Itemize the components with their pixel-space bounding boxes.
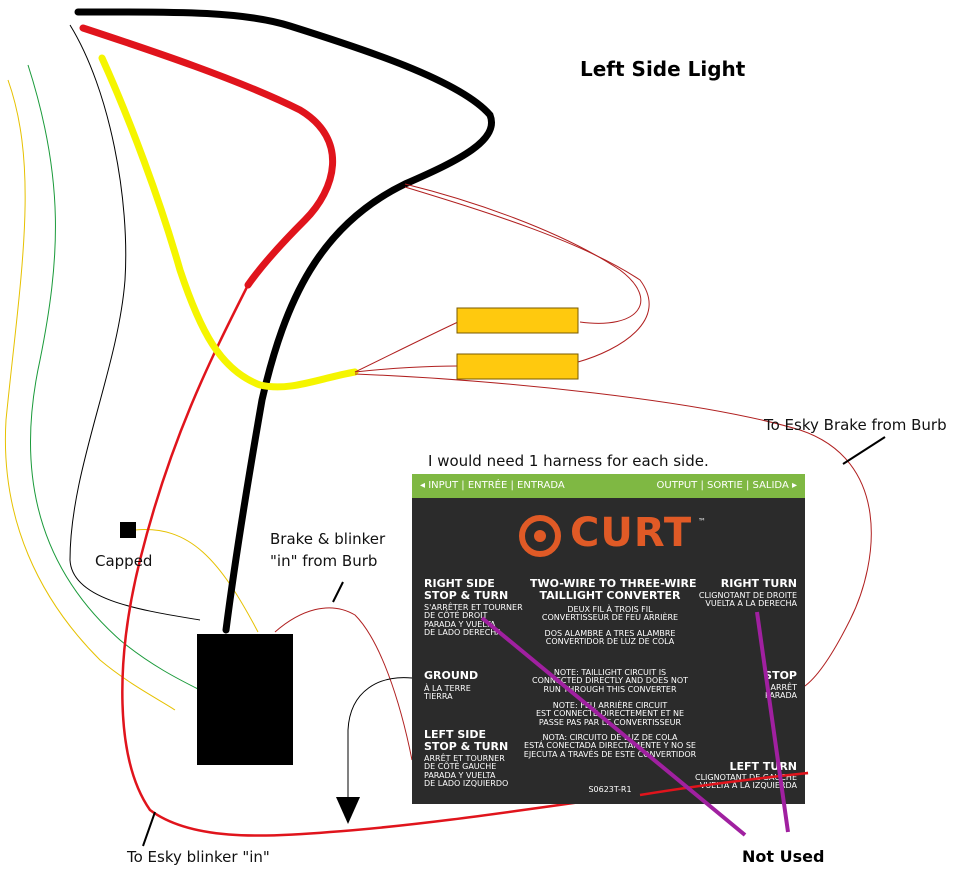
curt-logo-icon	[519, 515, 561, 557]
note-en: NOTE: TAILLIGHT CIRCUIT IS CONNECTED DIR…	[531, 668, 689, 694]
red-wire-yellow-to-box-1	[354, 321, 459, 373]
thick-black-wire	[74, 8, 495, 634]
amber-light-top	[456, 307, 579, 334]
esky-blinker-label: To Esky blinker "in"	[127, 848, 270, 866]
black-connector-block	[197, 634, 293, 765]
diagram-title: Left Side Light	[580, 57, 746, 81]
left-turn-sub: CLIGNOTANT DE GAUCHE VUELTA A LA IZQUIER…	[695, 773, 797, 791]
esky-brake-label-pointer	[842, 436, 886, 465]
stop-head: STOP	[764, 669, 797, 682]
thick-red-wire	[79, 24, 337, 289]
brake-blinker-label-line2: "in" from Burb	[270, 552, 378, 570]
ground-wire	[347, 677, 413, 800]
left-side-stop-turn-head: LEFT SIDE STOP & TURN	[424, 728, 509, 753]
brake-label-pointer	[332, 581, 344, 603]
ground-arrow	[336, 797, 360, 824]
capped-label: Capped	[95, 552, 153, 570]
red-wire-to-box-2	[404, 186, 650, 363]
capped-yellow-wire	[134, 529, 259, 633]
thin-yellow-wire-left	[4, 79, 176, 711]
thin-black-wire	[69, 24, 201, 621]
red-wire-yellow-to-box-2	[354, 365, 459, 373]
brake-blinker-in-wire	[274, 607, 413, 761]
harness-note: I would need 1 harness for each side.	[428, 452, 709, 470]
note-fr: NOTE: FEU ARRIÈRE CIRCUIT EST CONNECTÉ D…	[535, 701, 685, 727]
thin-green-wire	[27, 64, 201, 691]
esky-brake-label: To Esky Brake from Burb	[764, 416, 947, 434]
input-bar-label: ◂ INPUT | ENTRÉE | ENTRADA	[420, 480, 565, 491]
not-used-label: Not Used	[742, 847, 825, 866]
converter-title: TWO-WIRE TO THREE-WIRE TAILLIGHT CONVERT…	[530, 577, 697, 602]
capped-marker	[120, 522, 136, 538]
ground-head: GROUND	[424, 669, 479, 682]
output-bar-label: OUTPUT | SORTIE | SALIDA ▸	[656, 480, 797, 491]
converter-title-fr: DEUX FIL À TROIS FIL CONVERTISSEUR DE FE…	[541, 605, 679, 623]
red-wire-to-box-1	[404, 183, 642, 324]
curt-converter-label: ◂ INPUT | ENTRÉE | ENTRADA OUTPUT | SORT…	[412, 474, 805, 804]
amber-light-bottom	[456, 353, 579, 380]
curt-top-bar: ◂ INPUT | ENTRÉE | ENTRADA OUTPUT | SORT…	[412, 474, 805, 498]
esky-blinker-label-pointer	[142, 811, 156, 847]
right-turn-head: RIGHT TURN	[720, 577, 797, 590]
curt-brand: CURT	[570, 510, 693, 556]
esky-brake-wire	[354, 373, 872, 689]
converter-title-es: DOS ALAMBRE A TRES ALAMBRE CONVERTIDOR D…	[544, 629, 676, 647]
brake-blinker-label-line1: Brake & blinker	[270, 530, 386, 548]
part-number: S0623T-R1	[588, 785, 632, 794]
left-side-stop-turn-sub: ARRÊT ET TOURNER DE CÔTÉ GAUCHE PARADA Y…	[424, 754, 509, 789]
right-turn-sub: CLIGNOTANT DE DROITE VUELTA A LA DERECHA	[698, 591, 797, 609]
ground-sub: À LA TERRE TIERRA	[424, 684, 471, 702]
thick-yellow-wire	[98, 54, 359, 391]
right-side-stop-turn-sub: S'ARRÊTER ET TOURNER DE CÔTÉ DROIT PARAD…	[424, 603, 523, 638]
right-side-stop-turn-head: RIGHT SIDE STOP & TURN	[424, 577, 509, 602]
curt-trademark: ™	[698, 517, 706, 526]
left-turn-head: LEFT TURN	[729, 760, 797, 773]
note-es: NOTA: CIRCUITO DE LUZ DE COLA ESTÁ CONEC…	[523, 733, 697, 759]
stop-sub: ARRÊT PARADA	[765, 683, 797, 701]
